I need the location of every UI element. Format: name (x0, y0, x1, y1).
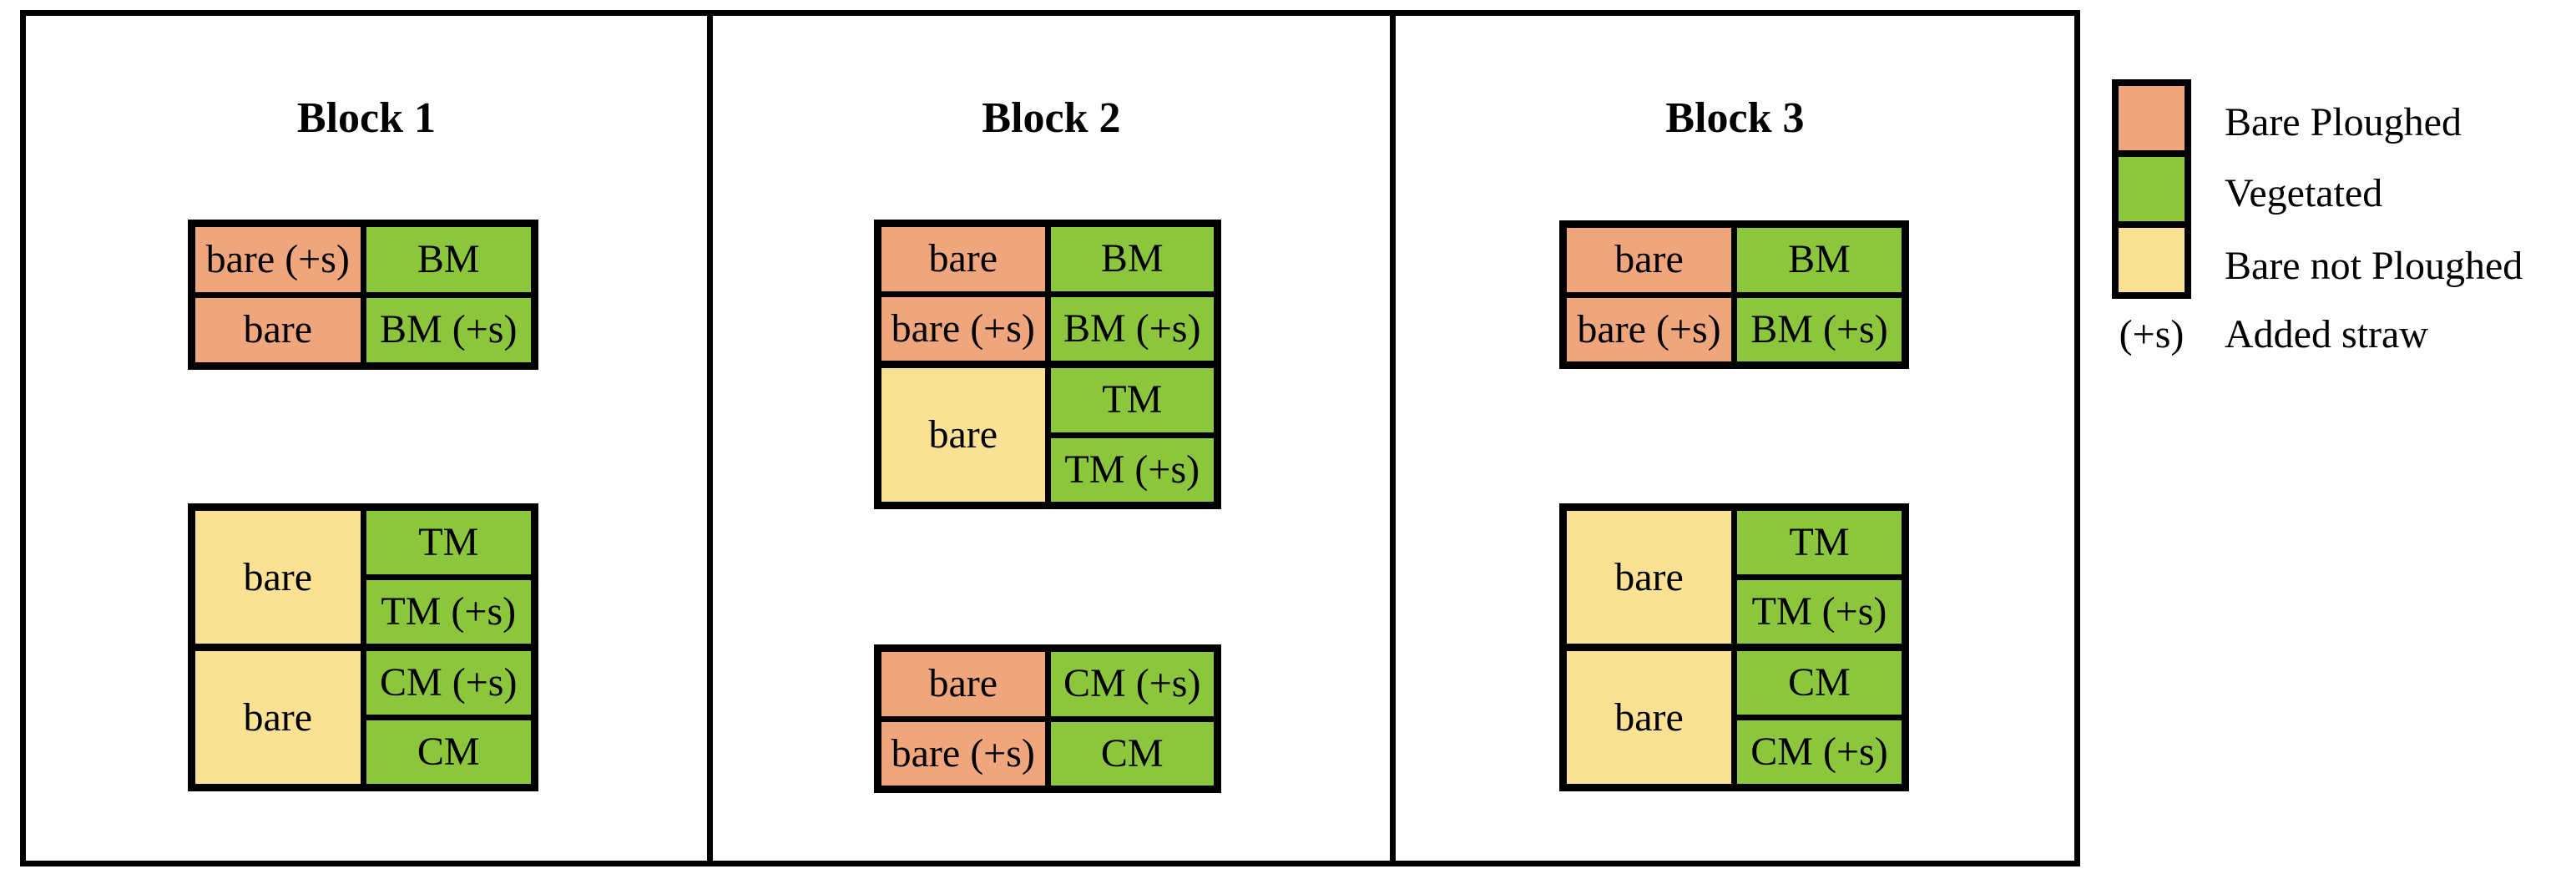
plot-cell: bare (+s) (1567, 297, 1731, 361)
plot-cell: CM (+s) (1737, 720, 1902, 784)
plot-grid: bare BM bare (+s) BM (+s) (1567, 228, 1902, 361)
plot-cell: bare (195, 297, 361, 362)
plot-cell: bare (1567, 511, 1731, 644)
plot-cell: BM (+s) (1050, 296, 1214, 361)
plot-cell: CM (+s) (1050, 652, 1214, 716)
plot-cell: bare (195, 511, 361, 644)
plot-cell: CM (+s) (366, 651, 531, 715)
plot-cell: BM (1737, 228, 1902, 292)
plot-cell: TM (366, 511, 531, 574)
block1-title: Block 1 (296, 94, 437, 142)
plot-grid: bare TM TM (+s) (881, 368, 1214, 502)
plot-grid: bare CM CM (+s) (1567, 651, 1902, 784)
plot-cell: bare (1567, 228, 1731, 292)
plot-cell: CM (366, 720, 531, 784)
legend-swatch-vegetated (2119, 157, 2185, 221)
plot-cell: bare (195, 651, 361, 784)
plot-cell: TM (+s) (366, 580, 531, 644)
legend-label-bare-ploughed: Bare Ploughed (2225, 100, 2462, 144)
plot-cell: CM (1737, 651, 1902, 715)
block2-lower-plot-table: bare CM (+s) bare (+s) CM (874, 644, 1221, 793)
panel-divider (707, 10, 713, 866)
plot-cell: TM (1737, 511, 1902, 574)
plot-cell: bare (881, 652, 1045, 716)
plot-grid: bare TM TM (+s) (1567, 511, 1902, 644)
block1-lower-plot-table: bare TM TM (+s) bare CM (+s) CM (188, 503, 538, 791)
plot-cell: bare (+s) (195, 227, 361, 292)
plot-cell: bare (881, 368, 1045, 502)
plot-grid: bare BM bare (+s) BM (+s) (881, 227, 1214, 361)
legend-swatch-column (2112, 79, 2191, 299)
plot-grid: bare CM (+s) CM (195, 651, 531, 784)
panel-divider (1390, 10, 1396, 866)
block3-upper-plot-table: bare BM bare (+s) BM (+s) (1559, 220, 1909, 369)
legend-straw-label: Added straw (2225, 312, 2428, 356)
plot-cell: BM (366, 227, 531, 292)
legend-swatch-bare-ploughed (2119, 86, 2185, 150)
plot-grid: bare CM (+s) bare (+s) CM (881, 652, 1214, 786)
plot-cell: TM (1050, 368, 1214, 432)
block1-upper-plot-table: bare (+s) BM bare BM (+s) (188, 220, 538, 370)
plot-cell: bare (+s) (881, 296, 1045, 361)
plot-cell: bare (1567, 651, 1731, 784)
block2-title: Block 2 (982, 94, 1121, 142)
plot-cell: TM (+s) (1737, 580, 1902, 644)
plot-cell: BM (+s) (366, 297, 531, 362)
plot-grid: bare TM TM (+s) (195, 511, 531, 644)
plot-cell: bare (881, 227, 1045, 291)
legend-swatch-bare-not-ploughed (2119, 228, 2185, 292)
plot-grid: bare (+s) BM bare BM (+s) (195, 227, 531, 362)
plot-cell: bare (+s) (881, 721, 1045, 786)
block3-title: Block 3 (1665, 94, 1805, 142)
plot-cell: BM (1050, 227, 1214, 291)
legend-label-bare-not-ploughed: Bare not Ploughed (2225, 244, 2523, 288)
plot-cell: BM (+s) (1737, 297, 1902, 361)
plot-cell: TM (+s) (1050, 437, 1214, 502)
block2-upper-plot-table: bare BM bare (+s) BM (+s) bare TM TM (+s… (874, 220, 1221, 509)
block3-lower-plot-table: bare TM TM (+s) bare CM CM (+s) (1559, 503, 1909, 791)
plot-cell: CM (1050, 721, 1214, 786)
legend-label-vegetated: Vegetated (2225, 171, 2383, 215)
legend-straw-symbol: (+s) (2119, 312, 2185, 356)
